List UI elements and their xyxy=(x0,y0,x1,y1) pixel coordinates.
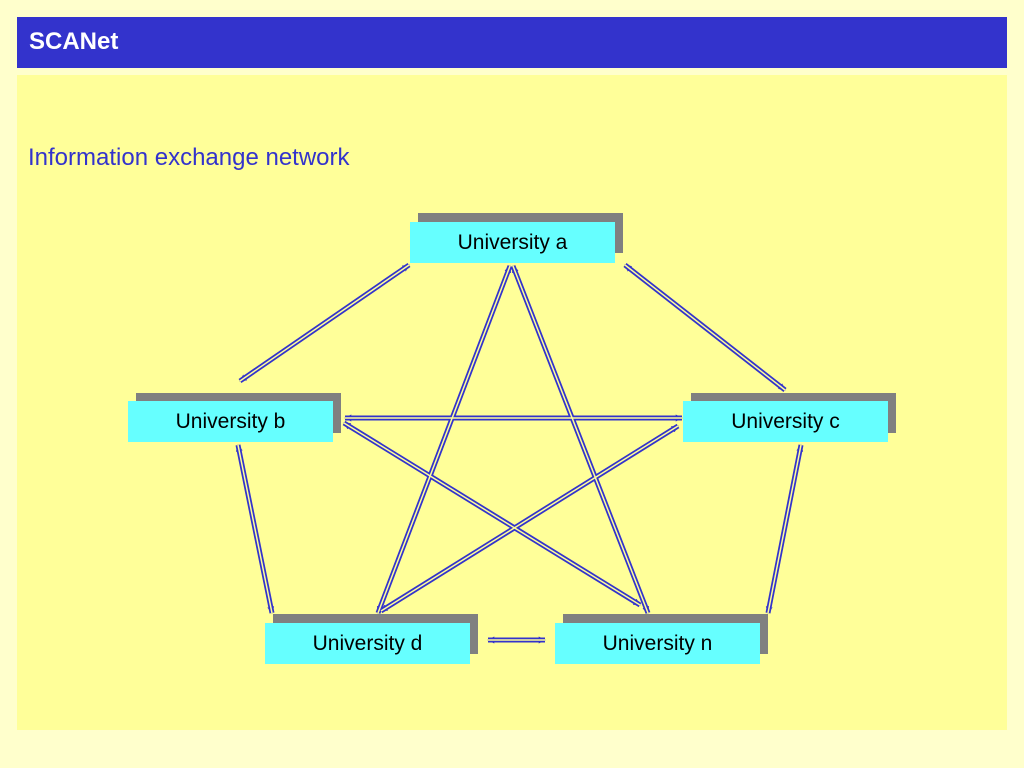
node-university-d: University d xyxy=(265,623,470,664)
slide-title: SCANet xyxy=(29,28,119,55)
node-university-c: University c xyxy=(683,401,888,442)
node-university-b: University b xyxy=(128,401,333,442)
title-bar: SCANet xyxy=(17,17,1007,68)
diagram-subtitle: Information exchange network xyxy=(28,144,350,171)
node-university-a: University a xyxy=(410,222,615,263)
node-university-n: University n xyxy=(555,623,760,664)
